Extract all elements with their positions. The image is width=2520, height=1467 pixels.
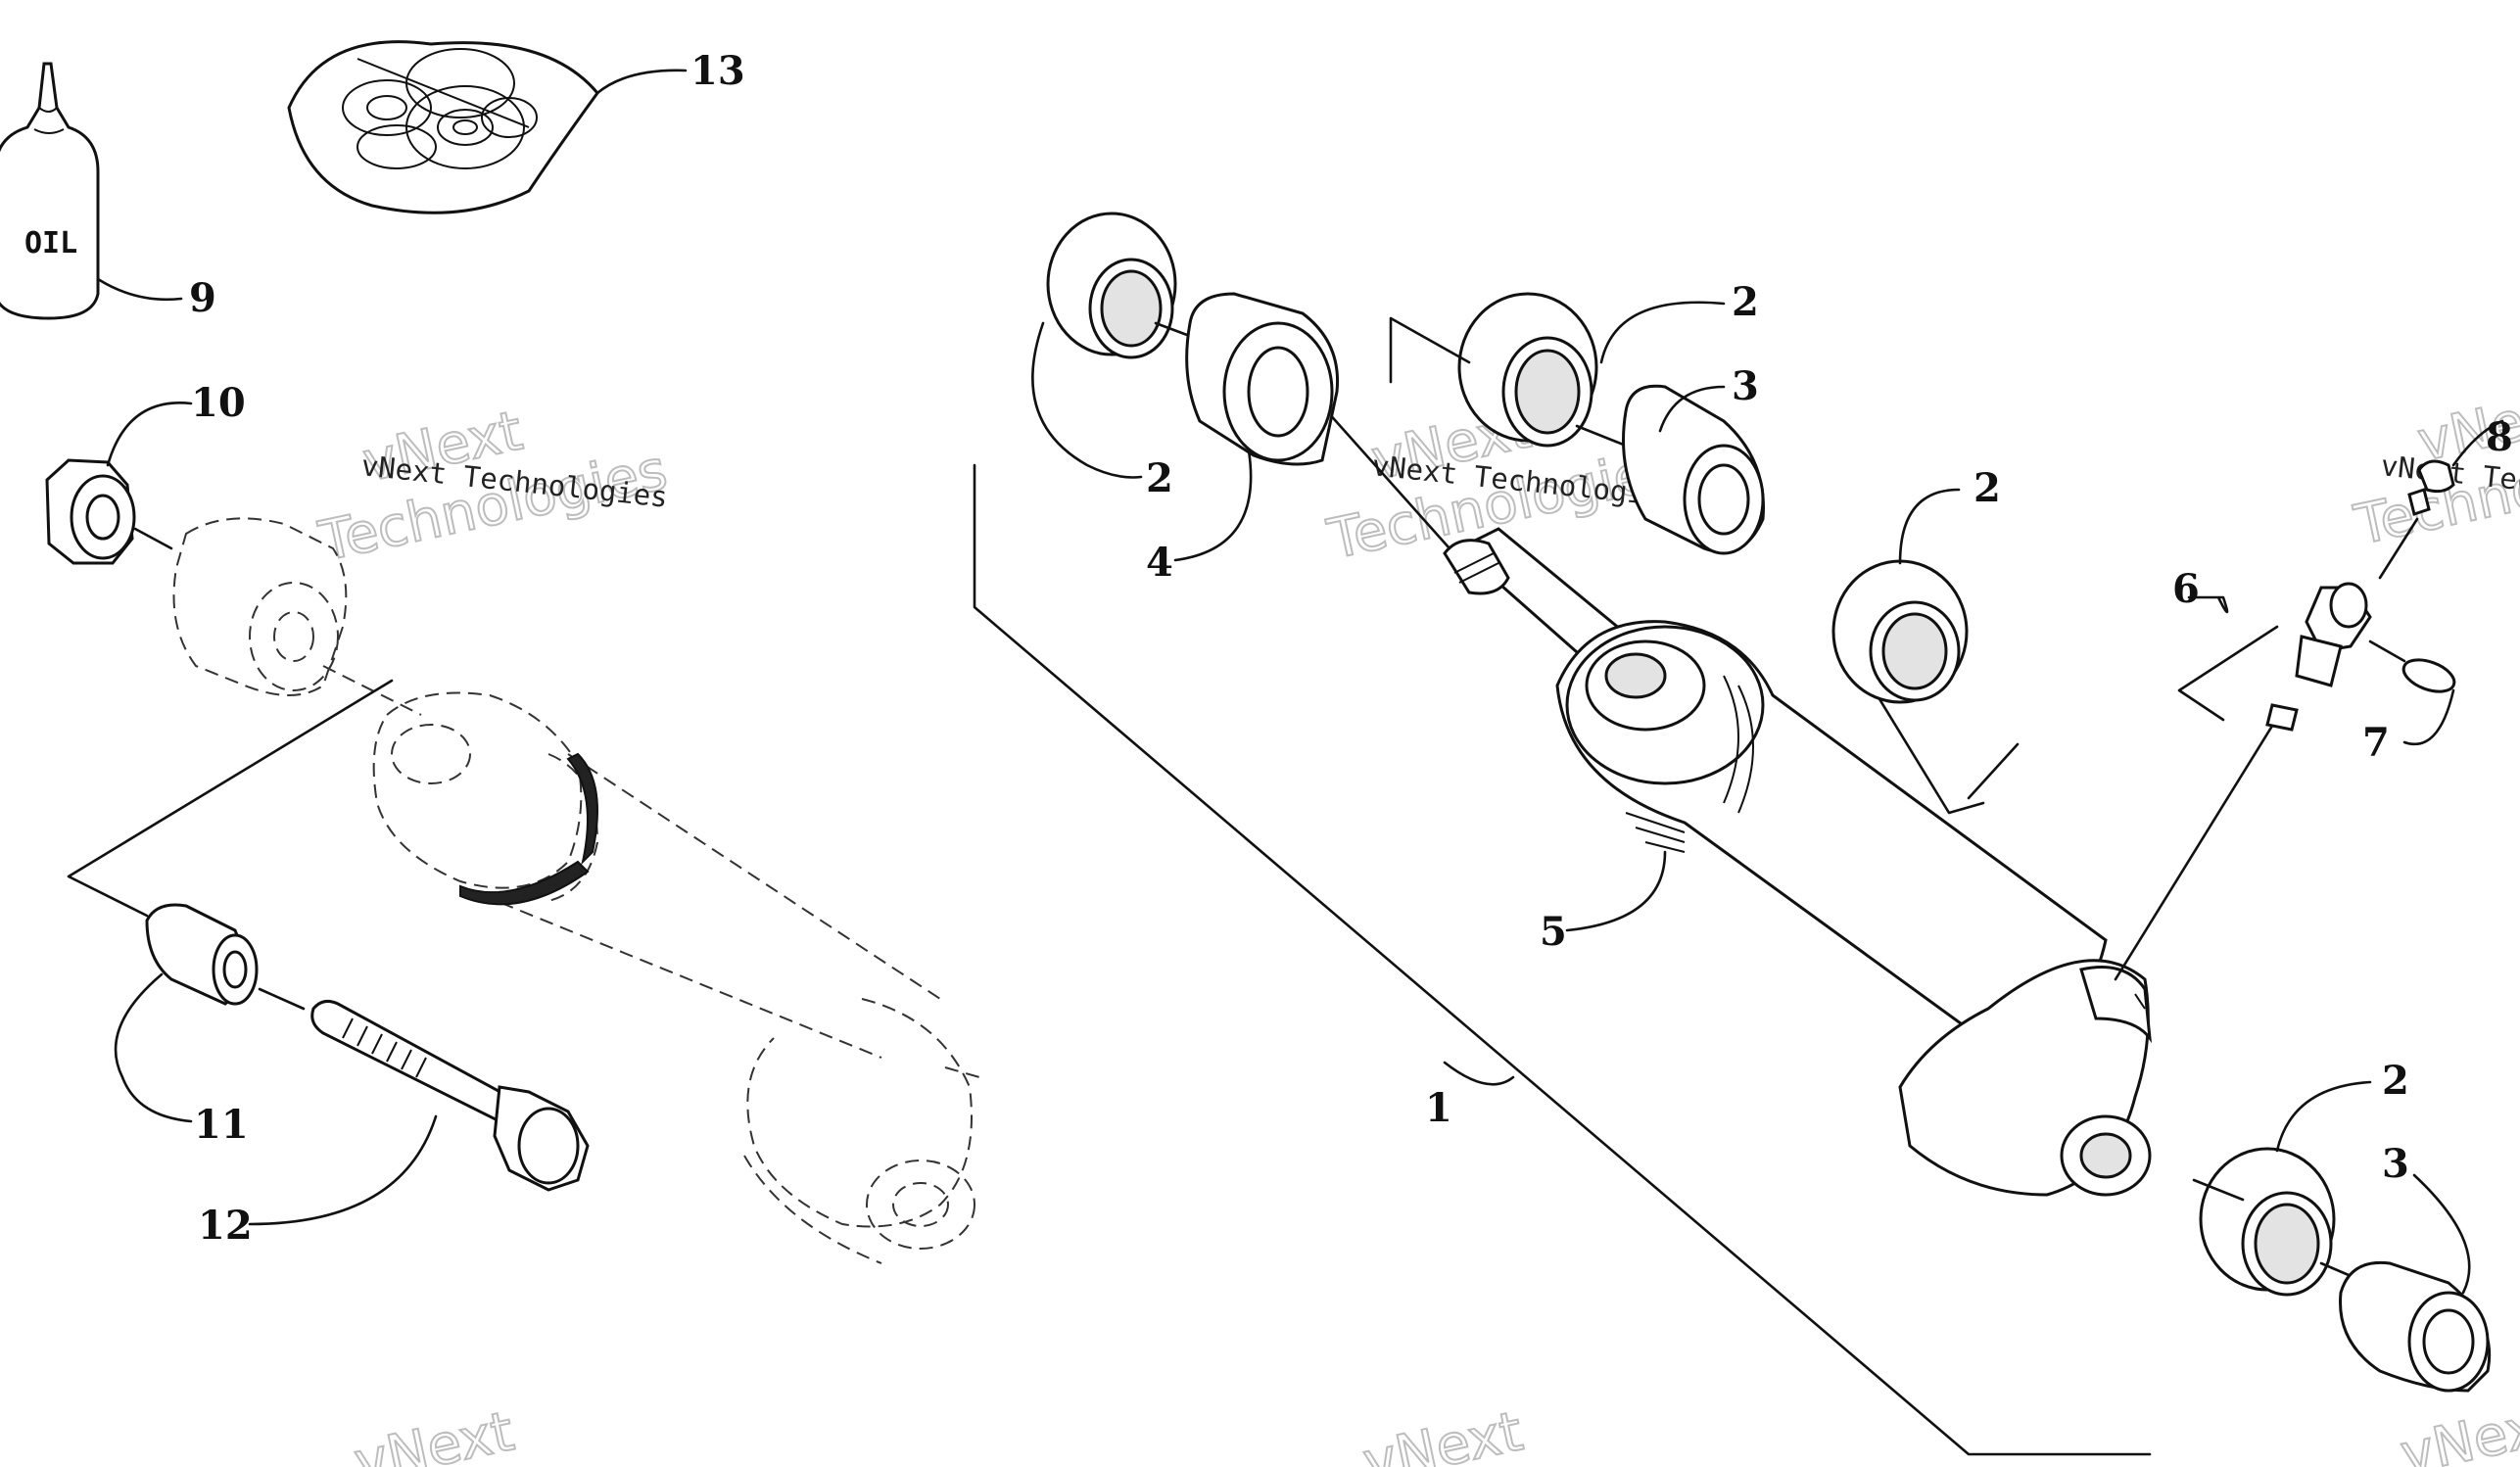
leader-3b [2412,1173,2471,1295]
callout-3a: 3 [1732,363,1759,409]
callout-2c: 2 [1973,465,2001,511]
seal-kit-bag-icon [287,40,599,214]
callout-2d: 2 [2382,1058,2409,1104]
watermark-bottom-center: vNext [1357,1398,1530,1467]
bushing-top-left-icon [1046,212,1177,359]
callout-2b: 2 [1732,279,1759,325]
bushing-right-icon [1831,559,1969,704]
leader-2b [1599,301,1726,364]
bleed-screw-icon [2407,459,2455,516]
callout-6: 6 [2172,566,2200,612]
spacer-sleeve-4-icon [1185,292,1340,466]
watermark-big-top: vNext [350,1399,520,1467]
spacer-sleeve-3-bottom-icon [2339,1260,2492,1393]
leader-1 [1443,1061,1515,1086]
leader-13 [595,69,688,95]
valve-assembly-icon [2265,582,2372,732]
leader-2d [2275,1080,2372,1153]
ghost-shock-assembly [172,517,980,1264]
watermark-bottom-left: vNext [349,1398,521,1467]
callout-13: 13 [690,48,745,94]
oil-bottle-icon: OIL [0,62,100,320]
bushing-top-middle-icon [1457,292,1598,448]
o-ring-icon [2401,658,2456,693]
leader-4 [1173,449,1253,562]
callout-9: 9 [189,275,216,321]
shock-absorber-body [1443,527,2153,1197]
leader-11 [114,972,193,1123]
watermark-bottom-right: vNext [2395,1391,2520,1467]
leader-12 [248,1114,438,1226]
callout-1: 1 [1425,1085,1452,1131]
leader-2a [1031,321,1143,479]
callout-2a: 2 [1146,455,1173,501]
spacer-sleeve-3-top-icon [1622,384,1765,555]
callout-7: 7 [2362,720,2390,766]
watermark-big-top: vNext [1358,1399,1529,1467]
callout-4: 4 [1146,540,1173,586]
leader-10 [106,402,193,467]
oil-bottle-label: OIL [24,226,77,260]
leader-2c [1898,488,1961,565]
mounting-bolt-icon [310,999,590,1192]
callout-12: 12 [198,1203,253,1249]
leader-9 [96,277,183,302]
spacer-sleeve-icon [145,903,259,1006]
callout-3b: 3 [2382,1141,2409,1187]
callout-10: 10 [191,380,246,426]
leader-8 [2451,419,2504,467]
bushing-bottom-right-icon [2199,1147,2336,1297]
callout-5: 5 [1540,909,1567,955]
leader-5 [1565,850,1667,932]
watermark-big-top: vNext [2396,1392,2520,1467]
leader-6 [2187,595,2229,614]
callout-8: 8 [2486,414,2513,460]
leader-7 [2402,688,2455,746]
locknut-icon [45,458,136,565]
callout-11: 11 [194,1102,249,1148]
leader-3a [1658,385,1726,433]
